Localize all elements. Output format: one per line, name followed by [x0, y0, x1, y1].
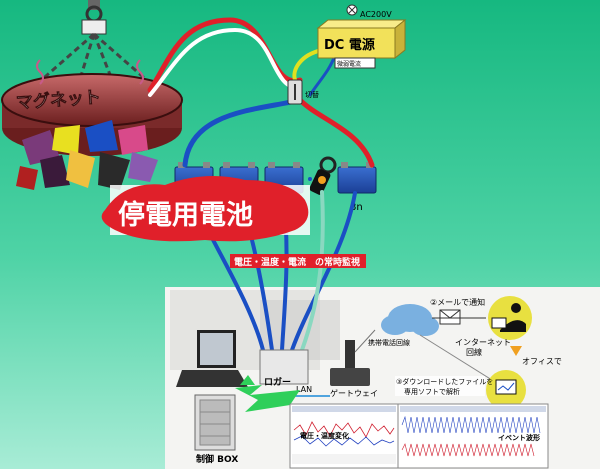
download-step-line-1: ③ダウンロードしたファイルを: [396, 377, 493, 386]
email-step-label: ②メールで通知: [430, 297, 485, 307]
internet-label-line-1: インターネット: [455, 338, 511, 347]
micro-current-label: 微弱電流: [337, 60, 361, 68]
control-box: 制御 BOX: [194, 394, 238, 465]
battery: [337, 162, 377, 194]
chart-title-event: イベント波形: [498, 433, 540, 442]
wires: [147, 17, 375, 352]
gateway: ゲートウェイ LAN: [295, 340, 378, 398]
arrow-icon: [235, 385, 300, 412]
laptop: [176, 330, 248, 387]
download-step-line-2: 専用ソフトで解析: [404, 387, 460, 396]
battery-count: 8n: [350, 202, 363, 213]
cloud-icon: [381, 304, 439, 336]
chart-title-voltage: 電圧・温度変化: [300, 431, 349, 440]
scrap-pieces: [16, 120, 158, 190]
logger: ロガー: [259, 349, 309, 388]
person-icon: [488, 296, 532, 340]
office-label: オフィスで: [522, 357, 562, 366]
mail-icon: [439, 309, 461, 325]
backup-battery-callout: 停電用電池: [101, 176, 310, 242]
dc-label: DC 電源: [324, 37, 375, 53]
ac-label: AC200V: [360, 10, 392, 19]
arrow-icon: [240, 375, 255, 385]
backup-battery-label: 停電用電池: [118, 199, 253, 231]
internet-label-line-2: 回線: [466, 347, 482, 357]
gateway-label: ゲートウェイ: [330, 388, 378, 398]
logger-label: ロガー: [264, 376, 291, 388]
switch-label: 切替: [305, 90, 319, 99]
down-arrow-icon: [510, 346, 522, 356]
control-box-label: 制御 BOX: [196, 453, 238, 465]
internet-label: インターネット 回線: [455, 338, 514, 357]
analyst-icon: [486, 370, 526, 410]
chart-thumbnail-voltage: 電圧・温度変化: [289, 403, 399, 469]
monitor-banner: 電圧・温度・電流 の常時監視: [230, 254, 366, 268]
current-clamp: [309, 156, 337, 195]
switch: 切替: [287, 79, 319, 105]
monitor-label: 電圧・温度・電流 の常時監視: [234, 256, 360, 268]
chart-thumbnail-event: イベント波形: [397, 403, 549, 469]
cell-line-label: 携帯電話回線: [368, 338, 410, 347]
dc-power-box: DC 電源 AC200V 微弱電流: [316, 4, 407, 69]
lan-label: LAN: [296, 385, 312, 394]
